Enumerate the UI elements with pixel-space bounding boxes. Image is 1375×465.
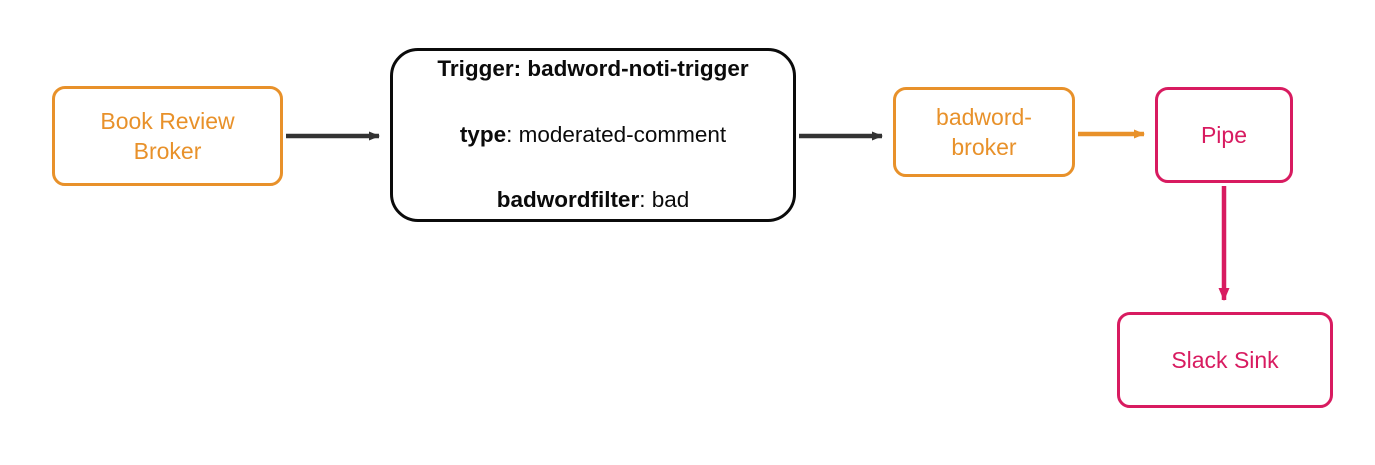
node-pipe-label: Pipe [1200,121,1248,148]
trigger-line-badwordfilter-plain: : bad [639,186,690,212]
trigger-line-type: type: moderated-comment [437,119,748,152]
node-badword-broker[interactable]: badword- broker [893,87,1075,177]
trigger-line-badwordfilter: badwordfilter: bad [437,184,748,217]
node-slack-sink-label: Slack Sink [1171,346,1279,373]
node-trigger-label: Trigger: badword-noti-trigger type: mode… [419,21,766,249]
trigger-line-name: Trigger: badword-noti-trigger [437,53,748,86]
node-trigger[interactable]: Trigger: badword-noti-trigger type: mode… [390,48,796,222]
node-badword-broker-label: badword- broker [936,103,1032,160]
node-book-review-broker-label: Book Review Broker [100,107,235,164]
node-book-review-broker[interactable]: Book Review Broker [52,86,283,186]
trigger-line-type-bold: type [459,121,507,147]
trigger-line-type-plain: : moderated-comment [506,121,727,147]
trigger-line-name-bold: Trigger: badword-noti-trigger [437,56,749,82]
node-pipe[interactable]: Pipe [1155,87,1293,183]
trigger-line-badwordfilter-bold: badwordfilter [496,186,640,212]
node-slack-sink[interactable]: Slack Sink [1117,312,1333,408]
